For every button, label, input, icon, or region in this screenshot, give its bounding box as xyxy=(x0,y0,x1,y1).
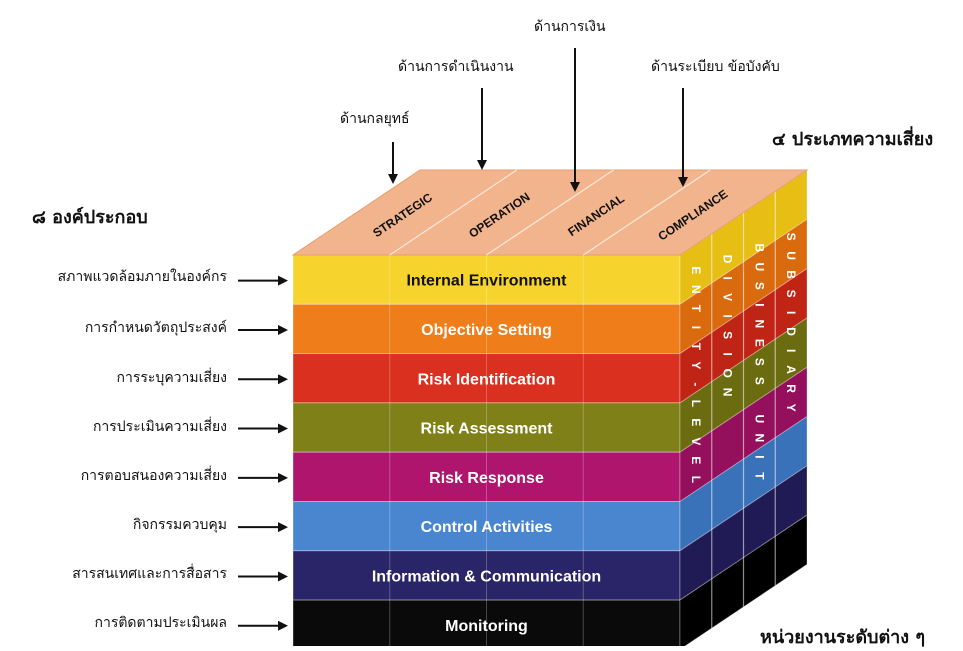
layer-label-5: Control Activities xyxy=(421,519,553,536)
side-unit-letter: E xyxy=(689,456,703,464)
left-label-risk-assessment: การประเมินความเสี่ยง xyxy=(92,419,227,435)
side-unit-letter: L xyxy=(689,476,703,483)
risk-types-heading: ๔ ประเภทความเสี่ยง xyxy=(772,129,934,150)
layer-5 xyxy=(292,501,681,552)
top-column-line xyxy=(582,169,711,256)
side-unit-letter: L xyxy=(689,400,703,407)
annotation-financial: ด้านการเงิน xyxy=(534,19,606,35)
side-unit-letter: T xyxy=(689,343,703,351)
annotation-operation: ด้านการดำเนินงาน xyxy=(398,59,514,75)
layer-label-6: Information & Communication xyxy=(372,568,601,585)
side-unit-letter: S xyxy=(752,377,766,385)
top-column-line xyxy=(486,169,614,256)
layer-1 xyxy=(292,303,681,355)
layer-4 xyxy=(292,451,681,503)
side-unit-letter: I xyxy=(721,276,735,279)
layer-7 xyxy=(292,599,681,646)
side-unit-letter: T xyxy=(752,472,766,480)
layer-label-7: Monitoring xyxy=(445,618,528,635)
annotation-compliance: ด้านระเบียบ ข้อบังคับ xyxy=(651,59,780,75)
top-column-line xyxy=(389,169,518,256)
side-unit-letter: Y xyxy=(689,361,703,369)
left-label-monitoring: การติดตามประเมินผล xyxy=(94,615,227,631)
side-unit-letter: E xyxy=(689,266,703,274)
left-label-control-activities: กิจกรรมควบคุม xyxy=(132,517,227,533)
arrows xyxy=(238,48,688,631)
side-unit-letter: S xyxy=(721,331,735,339)
side-unit-letter: T xyxy=(689,305,703,313)
left-label-internal-environment: สภาพแวดล้อมภายในองค์กร xyxy=(57,269,227,285)
side-unit-letter: S xyxy=(784,233,798,241)
side-unit-letter: Y xyxy=(784,404,798,412)
side-unit-letter: U xyxy=(752,263,766,272)
side-unit-letter: E xyxy=(752,339,766,347)
side-unit-letter: V xyxy=(721,293,735,301)
side-unit-letter: S xyxy=(784,290,798,298)
side-unit-letter: B xyxy=(784,270,798,279)
side-unit-letter: S xyxy=(752,358,766,366)
layer-2 xyxy=(292,353,681,404)
side-unit-letter: I xyxy=(752,303,766,306)
side-unit-letter: E xyxy=(689,418,703,426)
side-unit-letter: N xyxy=(721,388,735,397)
side-unit-letter: U xyxy=(784,251,798,260)
side-unit-letter: - xyxy=(689,382,703,386)
side-unit-letter: S xyxy=(752,282,766,290)
layer-label-2: Risk Identification xyxy=(418,371,556,388)
layer-3 xyxy=(292,402,681,453)
components-heading: ๘ องค์ประกอบ xyxy=(32,207,148,228)
side-unit-letter: I xyxy=(784,311,798,314)
side-unit-letter: U xyxy=(752,415,766,424)
side-unit-letter: V xyxy=(689,437,703,445)
side-unit-letter: N xyxy=(752,434,766,443)
side-unit-letter: I xyxy=(752,455,766,458)
side-unit-letter: R xyxy=(784,384,798,393)
layer-6 xyxy=(292,550,681,601)
left-label-objective-setting: การกำหนดวัตถุประสงค์ xyxy=(84,320,227,336)
side-unit-letter: B xyxy=(752,244,766,253)
side-unit-letter: D xyxy=(721,255,735,264)
side-unit-letter: N xyxy=(752,320,766,329)
left-label-risk-identification: การระบุความเสี่ยง xyxy=(116,370,227,386)
side-face: E N T I T Y - L E V E L D I V I S I O N B U S I N E S S U N I T S U B S I D I A… xyxy=(679,169,808,646)
side-unit-letter: I xyxy=(721,314,735,317)
side-unit-letter: N xyxy=(689,285,703,294)
layer-label-0: Internal Environment xyxy=(406,273,567,290)
side-unit-letter: A xyxy=(784,365,798,374)
left-label-information-communication: สารสนเทศและการสื่อสาร xyxy=(72,566,227,582)
side-unit-letter: I xyxy=(784,349,798,352)
units-heading: หน่วยงานระดับต่าง ๆ xyxy=(760,627,925,648)
side-unit-letter: I xyxy=(721,352,735,355)
left-label-risk-response: การตอบสนองความเสี่ยง xyxy=(80,468,227,484)
side-unit-letter: O xyxy=(721,368,735,377)
layer-label-4: Risk Response xyxy=(429,470,544,487)
layer-label-1: Objective Setting xyxy=(421,322,552,339)
side-unit-letter: I xyxy=(689,326,703,329)
layer-label-3: Risk Assessment xyxy=(421,421,554,438)
annotation-strategic: ด้านกลยุทธ์ xyxy=(340,111,410,127)
side-unit-letter: D xyxy=(784,327,798,336)
